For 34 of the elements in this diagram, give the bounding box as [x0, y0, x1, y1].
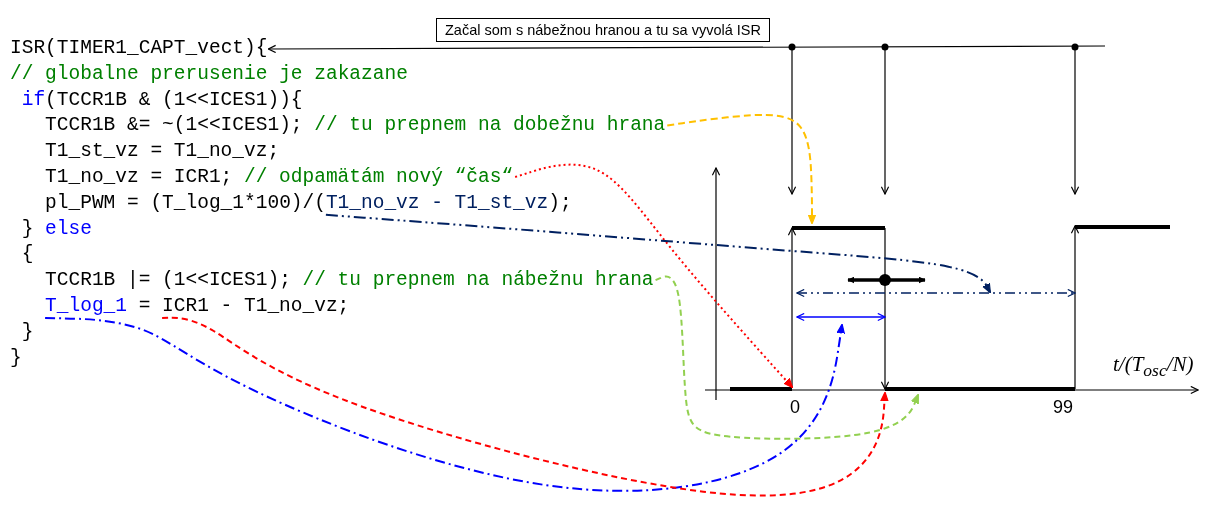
code-line: );: [548, 190, 572, 215]
code-line: T1_st_vz = T1_no_vz;: [45, 139, 280, 164]
code-line: }: [21, 216, 34, 241]
leader-line: [514, 163, 794, 389]
axis-tick-label: 0: [790, 397, 800, 418]
code-variable: T_log_1: [45, 294, 127, 318]
code-line: }: [10, 345, 22, 370]
code-line: ISR(TIMER1_CAPT_vect){: [10, 36, 268, 60]
code-comment: // globalne prerusenie je zakazane: [10, 61, 408, 86]
arrow: [267, 44, 1106, 54]
leader-line: [666, 113, 817, 225]
code-line: - T1_no_vz;: [220, 294, 350, 318]
code-line: }: [21, 319, 34, 344]
code-comment: // tu prepnem na dobežnu hrana: [314, 113, 666, 138]
code-line: pl_PWM = (T_log_1*100)/(: [45, 190, 326, 215]
code-line: (TCCR1B & (1<<ICES1)){: [45, 87, 303, 112]
code-keyword: if: [21, 87, 46, 112]
code-line: =: [138, 294, 151, 318]
code-line: TCCR1B &= ~(1<<ICES1);: [45, 113, 303, 138]
axis-tick-label: 99: [1053, 397, 1074, 418]
leader-line: [324, 213, 991, 294]
code-line: {: [21, 242, 34, 267]
code-comment: // odpamätám nový “čas“: [244, 165, 514, 189]
leader-line: [654, 275, 919, 440]
text-box: Začal som s nábežnou hranou a tu sa vyvolá ISR: [436, 18, 770, 42]
leader-line: [161, 316, 889, 497]
code-line: T1_no_vz = ICR1;: [45, 165, 233, 189]
code-line: TCCR1B |= (1<<ICES1);: [45, 268, 291, 293]
code-variable: ICR1: [162, 294, 209, 318]
code-expression: T1_no_vz - T1_st_vz: [325, 190, 549, 215]
code-keyword: else: [45, 216, 92, 241]
axis-label: t/(T$_{osc}$/N): [1113, 352, 1194, 382]
code-comment: // tu prepnem na nábežnu hrana: [302, 268, 654, 293]
leader-line: [44, 317, 845, 492]
